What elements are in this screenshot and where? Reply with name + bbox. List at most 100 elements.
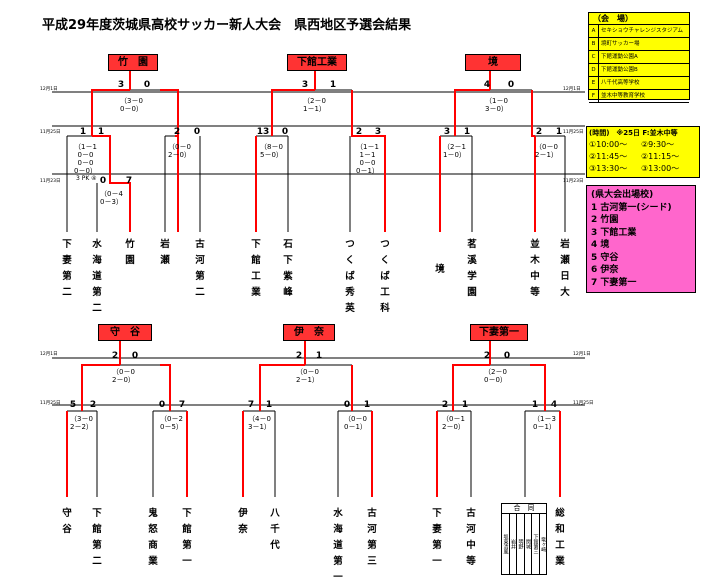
score: 1 (555, 127, 563, 137)
team-name: 下館工業 (251, 239, 261, 298)
venue-name: 境町サッカー場 (601, 41, 640, 47)
score: 2 (483, 351, 491, 361)
qualified-team: 5 守谷 (591, 252, 619, 263)
qualified-team: 6 伊奈 (591, 265, 619, 275)
score: 4 (483, 80, 491, 90)
team-name: つくば工科 (380, 239, 390, 314)
team-name: 古河第二 (195, 239, 205, 298)
score: 1 (97, 127, 105, 137)
team-name: 下館第一 (182, 508, 192, 567)
score: 7 (125, 176, 133, 186)
team-name: 石下紫峰 (283, 239, 293, 298)
date-label: 11月25日 (40, 130, 61, 135)
score: 2 (295, 351, 303, 361)
team-name: 下妻第一 (432, 508, 442, 567)
date-label: 12月1日 (573, 352, 591, 357)
score: 0 (507, 80, 515, 90)
time-box: (時間) ※25日 F:並木中等 ①10:00～②9:30～②11:45～②11… (586, 126, 700, 178)
team-name: 伊奈 (238, 508, 248, 535)
venue-key: A (589, 25, 599, 37)
score-detail: （1－1 1－1 0－0 0－1） (356, 143, 379, 175)
score: 3 (443, 127, 451, 137)
winner-label-b1: 竹 園 (108, 54, 158, 71)
joint-team-label: 合 同 (502, 504, 546, 514)
team-name: 水海道第二 (92, 239, 102, 314)
venue-key: B (589, 38, 599, 50)
score: 1 (463, 127, 471, 137)
score-detail: （0－0 2－1） (535, 143, 558, 159)
score: 0 (503, 351, 511, 361)
winner-label-b6: 下妻第一 (470, 324, 528, 341)
score: 0 (343, 400, 351, 410)
date-label: 12月1日 (40, 87, 58, 92)
team-name: 下妻第二 (62, 239, 72, 298)
score: 1 (265, 400, 273, 410)
joint-team-member: 竜ヶ崎 (540, 536, 546, 552)
team-name: 八千代 (270, 508, 280, 551)
score: 5 (69, 400, 77, 410)
score: 0 (158, 400, 166, 410)
team-name: 竹園 (125, 239, 135, 266)
score-detail: （1－3 0－1） (533, 415, 556, 431)
winner-label-b4: 守 谷 (98, 324, 152, 341)
score: 1 (461, 400, 469, 410)
team-name: 下館第二 (92, 508, 102, 567)
qualified-team: 2 竹園 (591, 215, 619, 225)
score-detail: （0－0 2－1） (296, 368, 319, 384)
date-label: 12月1日 (563, 87, 581, 92)
joint-team-member: 下館第三 (532, 514, 540, 574)
team-name: 守谷 (62, 508, 72, 535)
winner-label-b2: 下館工業 (287, 54, 347, 71)
date-label: 11月25日 (563, 130, 584, 135)
venue-key: C (589, 51, 599, 63)
team-name: 境 (435, 264, 445, 275)
score: 1 (315, 351, 323, 361)
joint-team-member: 岩井 (510, 514, 517, 574)
score: 0 (193, 127, 201, 137)
score: 1 (363, 400, 371, 410)
score: 7 (178, 400, 186, 410)
score: 3 (117, 80, 125, 90)
score: 2 (89, 400, 97, 410)
venue-key: D (589, 64, 599, 76)
team-name: 古河中等 (466, 508, 476, 567)
team-name: 茗溪学園 (467, 239, 477, 298)
qualified-header: (県大会出場校) (591, 190, 654, 200)
venue-name: 下館運動公園B (601, 67, 638, 73)
score: 2 (173, 127, 181, 137)
score-detail: （3－0 0－0） (120, 97, 143, 113)
time-slot: ②9:30～ (641, 140, 675, 149)
score: 0 (143, 80, 151, 90)
score-detail: （2－1 1－0） (443, 143, 466, 159)
time-header: (時間) ※25日 F:並木中等 (589, 129, 678, 137)
score-detail: （0－4 0－3） (100, 190, 123, 206)
joint-team-member: 関城 (525, 514, 532, 574)
joint-team-member: 明野 (517, 514, 525, 574)
time-slot: ③13:30～ (589, 164, 628, 173)
venue-key: E (589, 77, 599, 89)
date-label: 11月23日 (40, 179, 61, 184)
winner-label-b3: 境 (465, 54, 521, 71)
score-detail: （0－0 0－1） (344, 415, 367, 431)
score: 1 (329, 80, 337, 90)
time-slot: ③13:00～ (641, 164, 680, 173)
score-detail: （1－0 3－0） (485, 97, 508, 113)
score: 2 (441, 400, 449, 410)
score: 0 (131, 351, 139, 361)
page-title: 平成29年度茨城県高校サッカー新人大会 県西地区予選会結果 (42, 18, 412, 33)
joint-team-box: 合 同 坂東清風岩井明野関城下館第三竜ヶ崎 (501, 503, 547, 575)
score: 1 (531, 400, 539, 410)
date-label: 11月23日 (563, 179, 584, 184)
score-detail: （1－1 0－0 0－0 0－0） (74, 143, 97, 175)
team-name: 岩瀬日大 (560, 239, 570, 298)
score-detail: （0－0 2－0） (112, 368, 135, 384)
score: 13 (256, 127, 270, 137)
